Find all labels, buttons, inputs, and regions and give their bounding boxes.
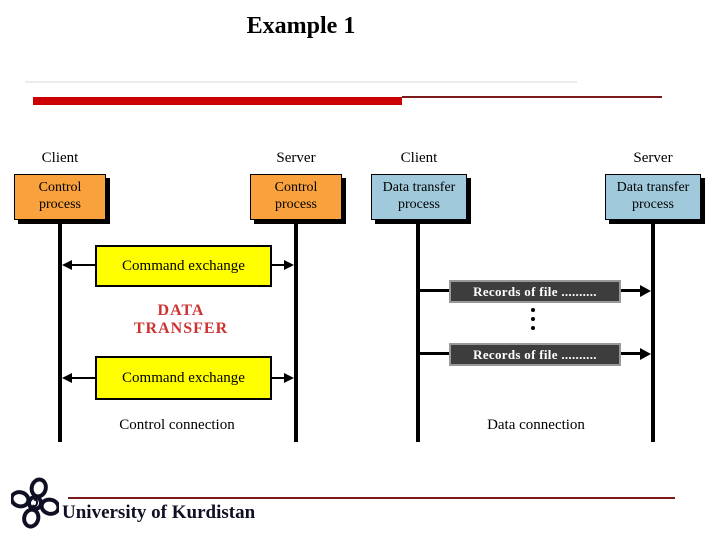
arrow-right-icon <box>640 348 651 360</box>
process-box-server-control: Control process <box>250 174 342 220</box>
arrow-right-icon <box>640 285 651 297</box>
process-box-text: Data transfer <box>382 180 456 196</box>
process-box-text: Control <box>274 180 318 196</box>
process-box-text: Data transfer <box>616 180 690 196</box>
vertical-ellipsis-icon <box>531 308 535 330</box>
process-box-text: process <box>275 197 317 212</box>
arrow-left-icon <box>62 373 72 383</box>
records-box-bottom: Records of file .......... <box>449 343 621 366</box>
process-box-text: process <box>632 197 674 212</box>
record-flow-line <box>420 352 449 355</box>
data-transfer-label: DATA TRANSFER <box>133 302 229 338</box>
process-box-server-data: Data transfer process <box>605 174 701 220</box>
control-connection-label: Control connection <box>119 417 235 433</box>
process-box-text: process <box>398 197 440 212</box>
control-connection-line-client <box>58 220 62 442</box>
control-connection-line-server <box>294 220 298 442</box>
accent-bar <box>33 97 402 105</box>
record-flow-line <box>621 352 642 355</box>
arrow-right-icon <box>284 260 294 270</box>
university-logo-icon <box>11 477 59 529</box>
record-flow-line <box>621 289 642 292</box>
records-label: Records of file .......... <box>473 283 597 299</box>
arrow-right-icon <box>284 373 294 383</box>
footer-org-name: University of Kurdistan <box>62 502 256 523</box>
process-box-client-data: Data transfer process <box>371 174 467 220</box>
arrow-line <box>272 264 286 266</box>
arrow-left-icon <box>62 260 72 270</box>
records-label: Records of file .......... <box>473 346 597 362</box>
command-exchange-box-top: Command exchange <box>95 245 272 287</box>
arrow-line <box>272 377 286 379</box>
command-exchange-label: Command exchange <box>122 257 245 274</box>
records-box-top: Records of file .......... <box>449 280 621 303</box>
node-role-client-control: Client <box>41 150 79 166</box>
record-flow-line <box>420 289 449 292</box>
command-exchange-label: Command exchange <box>122 369 245 386</box>
process-box-text: Control <box>38 180 82 196</box>
node-role-server-control: Server <box>276 150 316 166</box>
decorative-light-line <box>25 81 577 83</box>
arrow-line <box>70 377 95 379</box>
footer-divider-line <box>68 497 675 499</box>
slide-title: Example 1 <box>246 13 356 39</box>
data-connection-label: Data connection <box>487 417 585 433</box>
command-exchange-box-bottom: Command exchange <box>95 356 272 400</box>
process-box-text: process <box>39 197 81 212</box>
arrow-line <box>70 264 95 266</box>
accent-thin-line <box>402 96 662 98</box>
node-role-server-data: Server <box>633 150 673 166</box>
data-connection-line-server <box>651 220 655 442</box>
node-role-client-data: Client <box>400 150 438 166</box>
data-connection-line-client <box>416 220 420 442</box>
process-box-client-control: Control process <box>14 174 106 220</box>
